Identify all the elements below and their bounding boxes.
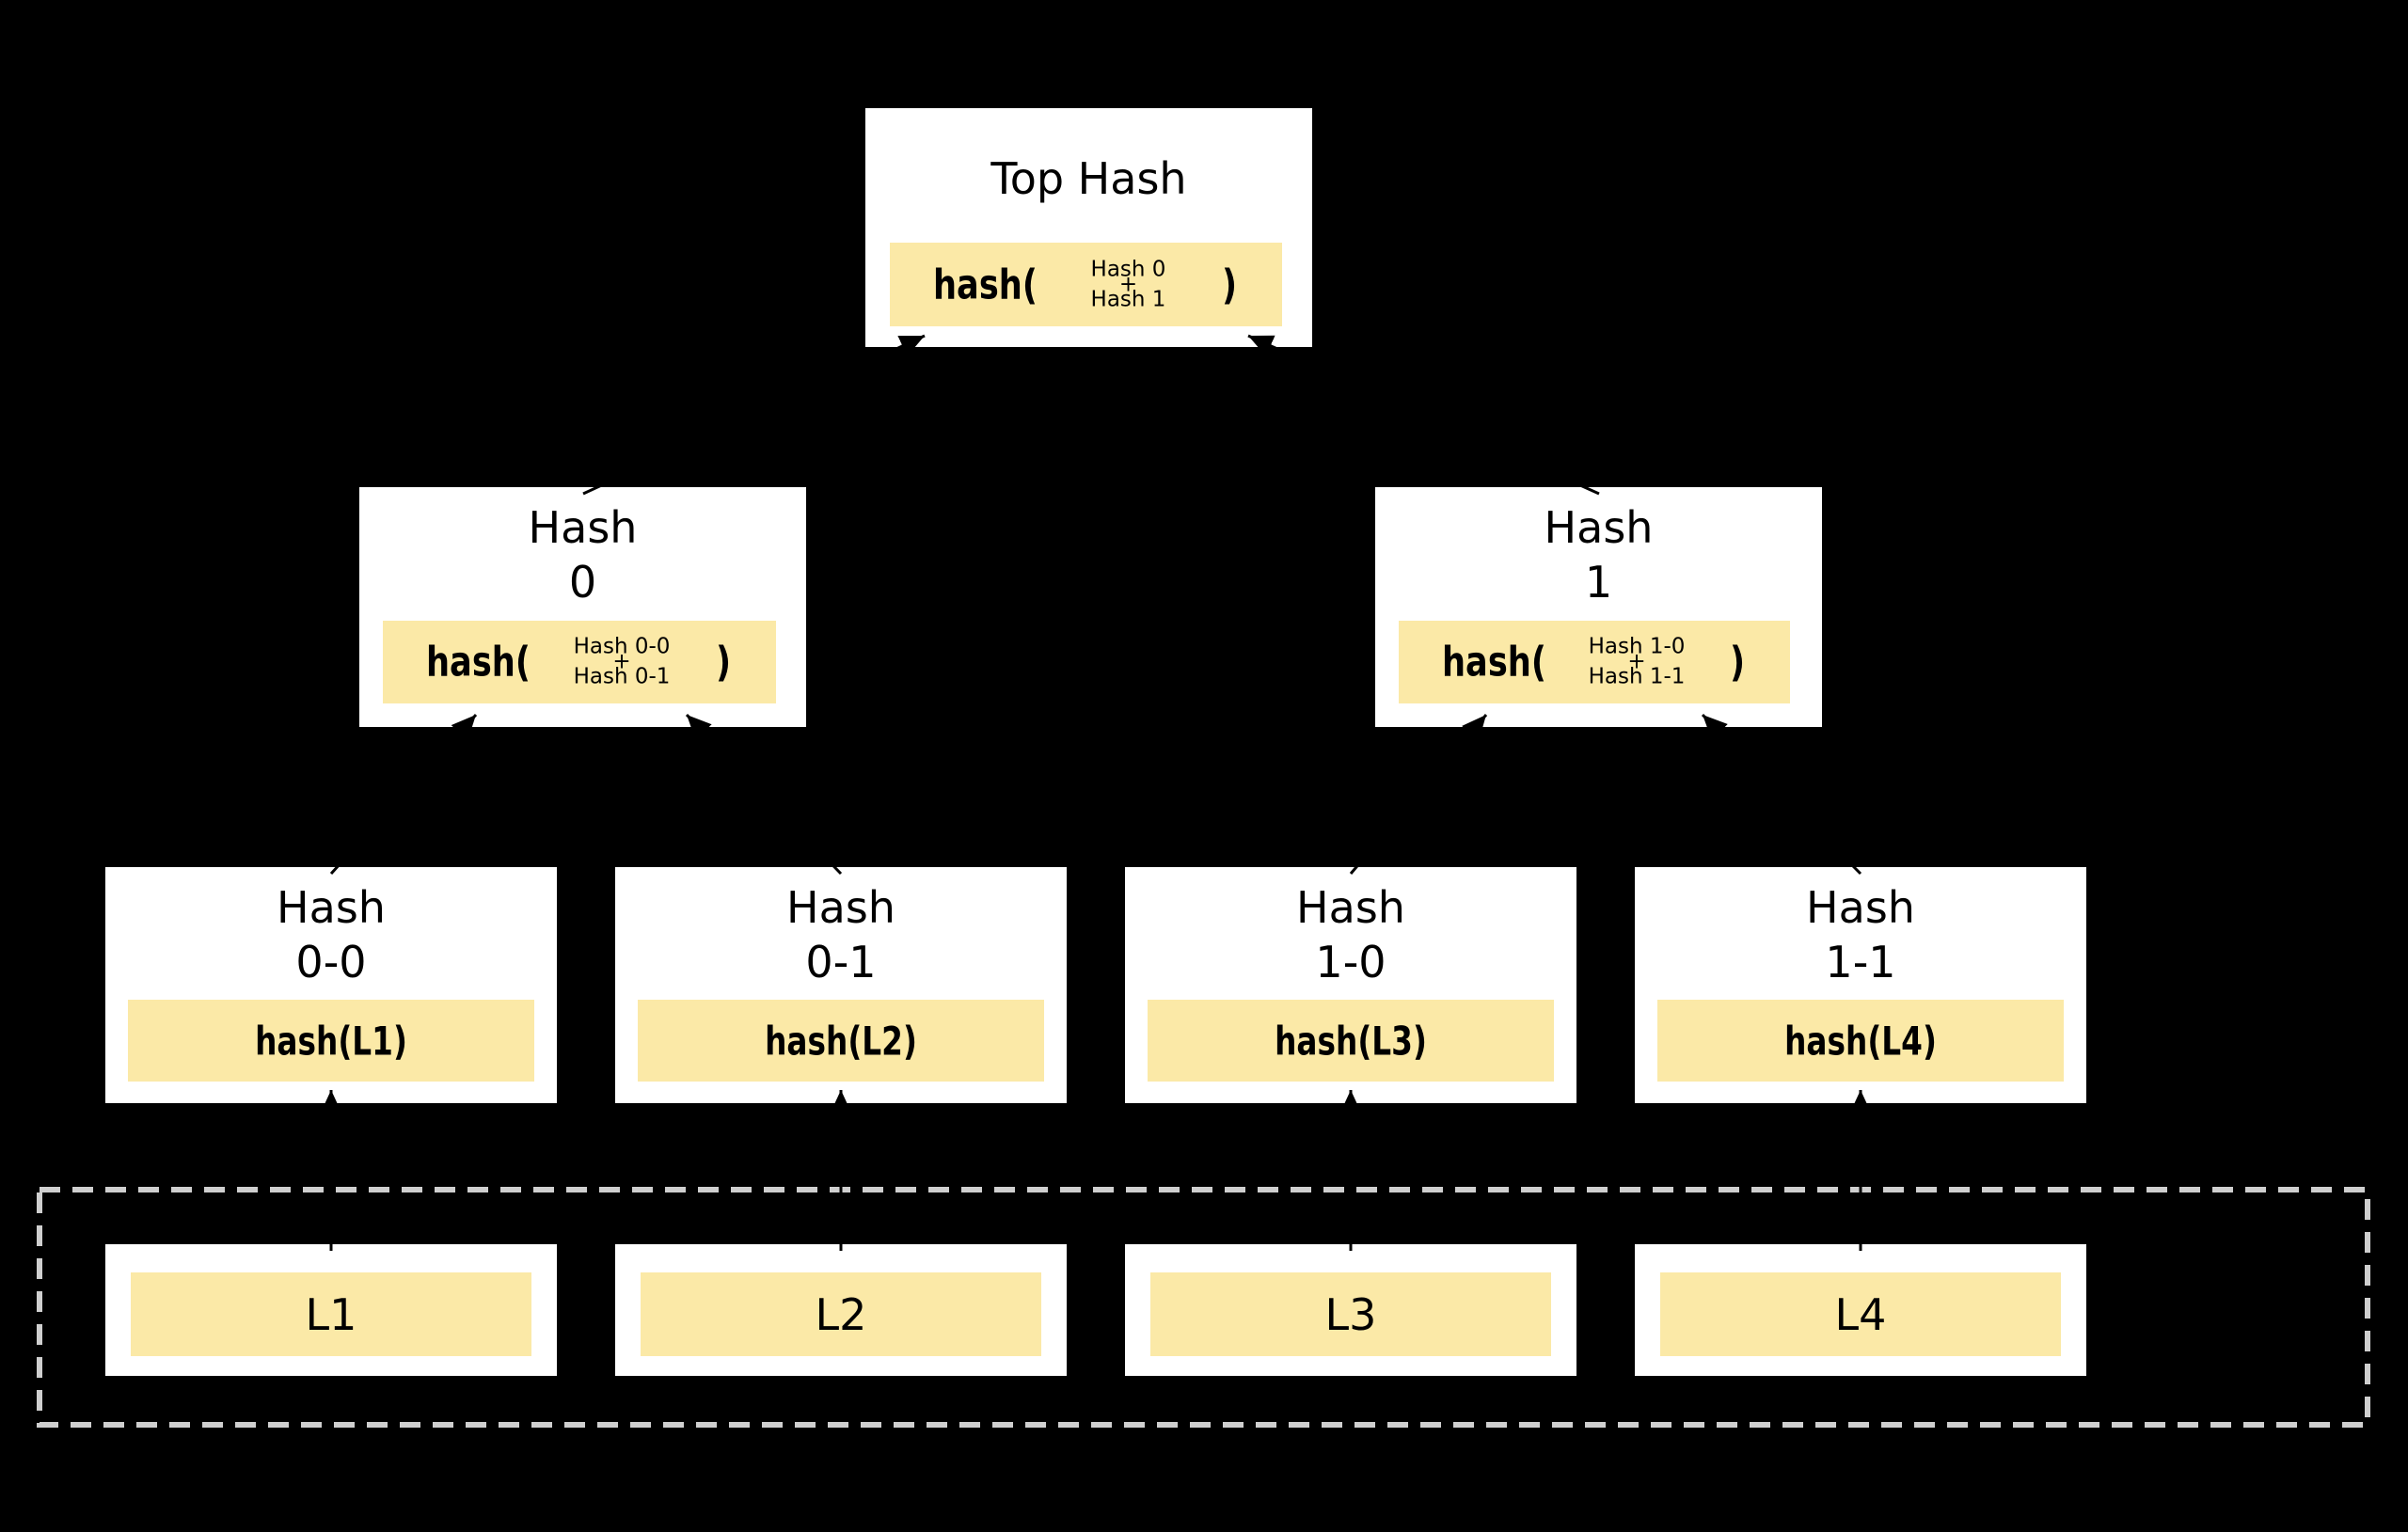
arrow-hash01-to-hash0 [685, 713, 843, 876]
data-block-label: L1 [305, 1288, 357, 1340]
hash-arg-2: Hash 1-1 [1588, 664, 1686, 689]
node-title-line2: 1 [1584, 557, 1613, 608]
hash-formula: hash(L2) [638, 1000, 1044, 1082]
arrow-hash0-to-top [582, 334, 926, 496]
hash-arg-1: Hash 0-0 [573, 634, 671, 659]
node-hash-1-0: Hash 1-0 hash(L3) [1125, 867, 1576, 1103]
node-title-line1: Hash [1544, 502, 1654, 553]
arrow-hash11-to-hash1 [1701, 713, 1862, 876]
hash-func-open: hash( [1442, 638, 1546, 687]
node-title: Top Hash [990, 153, 1187, 204]
data-block-fill: L2 [641, 1272, 1041, 1356]
node-title-line1: Hash [528, 502, 638, 553]
data-block-label: L4 [1834, 1288, 1887, 1340]
hash-func-close: ) [1221, 261, 1237, 308]
node-title-line2: 0 [568, 557, 597, 608]
hash-func-close: ) [1729, 638, 1745, 687]
data-block-l2: L2 [615, 1244, 1067, 1376]
hash-formula: hash( Hash 0-0 + Hash 0-1 ) [383, 621, 776, 703]
node-title-line1: Hash [1296, 882, 1405, 933]
hash-args: Hash 0-0 + Hash 0-1 [573, 634, 671, 689]
node-hash-1-1: Hash 1-1 hash(L4) [1635, 867, 2086, 1103]
data-block-label: L3 [1324, 1288, 1377, 1340]
node-title-line2: 1-1 [1825, 937, 1896, 987]
node-title: Hash 0-1 [615, 867, 1067, 989]
node-hash-1: Hash 1 hash( Hash 1-0 + Hash 1-1 ) [1375, 487, 1822, 727]
node-top-hash: Top Hash hash( Hash 0 + Hash 1 ) [865, 108, 1312, 347]
arrow-hash10-to-hash1 [1349, 714, 1488, 875]
node-title-line2: 0-0 [295, 937, 367, 987]
data-block-fill: L3 [1150, 1272, 1551, 1356]
hash-value: hash(L3) [1275, 1018, 1427, 1064]
hash-arg-1: Hash 1-0 [1588, 634, 1686, 659]
hash-args: Hash 1-0 + Hash 1-1 [1588, 634, 1686, 689]
hash-value: hash(L2) [765, 1018, 917, 1064]
hash-value: hash(L1) [255, 1018, 407, 1064]
node-title: Hash 1-1 [1635, 867, 2086, 989]
hash-args: Hash 0 + Hash 1 [1090, 257, 1166, 311]
node-title-line1: Hash [277, 882, 386, 933]
hash-formula: hash( Hash 1-0 + Hash 1-1 ) [1399, 621, 1790, 703]
plus-operator: + [1118, 272, 1138, 296]
arrow-hash00-to-hash0 [329, 713, 478, 876]
node-title-line2: 0-1 [805, 937, 877, 987]
hash-value: hash(L4) [1784, 1018, 1937, 1064]
node-title-line2: 1-0 [1315, 937, 1386, 987]
hash-formula: hash(L4) [1657, 1000, 2064, 1082]
node-hash-0-0: Hash 0-0 hash(L1) [105, 867, 557, 1103]
hash-func-open: hash( [426, 638, 531, 687]
data-block-l4: L4 [1635, 1244, 2086, 1376]
node-title-line1: Hash [1806, 882, 1915, 933]
node-title: Hash 0 [359, 487, 806, 609]
node-hash-0: Hash 0 hash( Hash 0-0 + Hash 0-1 ) [359, 487, 806, 727]
node-title: Hash 1-0 [1125, 867, 1576, 989]
node-hash-0-1: Hash 0-1 hash(L2) [615, 867, 1067, 1103]
hash-func-close: ) [715, 638, 731, 687]
node-title-line1: Hash [786, 882, 895, 933]
data-block-label: L2 [815, 1288, 867, 1340]
node-title: Hash 0-0 [105, 867, 557, 989]
hash-arg-1: Hash 0 [1090, 257, 1166, 281]
arrow-hash1-to-top [1247, 334, 1600, 496]
data-block-fill: L1 [131, 1272, 531, 1356]
plus-operator: + [1627, 649, 1646, 674]
plus-operator: + [612, 649, 631, 674]
hash-func-open: hash( [933, 261, 1038, 308]
hash-formula: hash(L3) [1148, 1000, 1554, 1082]
hash-arg-2: Hash 1 [1090, 287, 1166, 311]
hash-arg-2: Hash 0-1 [573, 664, 671, 689]
hash-formula: hash(L1) [128, 1000, 534, 1082]
data-block-fill: L4 [1660, 1272, 2061, 1356]
node-title: Hash 1 [1375, 487, 1822, 609]
hash-formula: hash( Hash 0 + Hash 1 ) [890, 243, 1282, 326]
data-block-l3: L3 [1125, 1244, 1576, 1376]
data-block-l1: L1 [105, 1244, 557, 1376]
